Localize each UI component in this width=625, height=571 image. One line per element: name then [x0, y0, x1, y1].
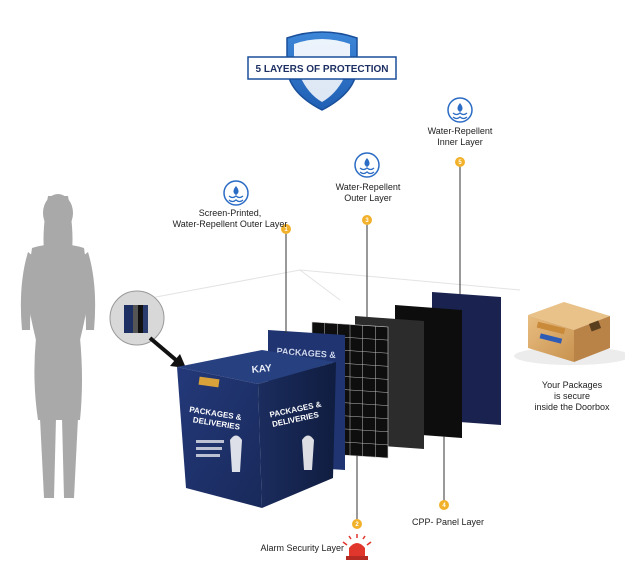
doorbox-top	[177, 350, 336, 384]
water-drop-icon	[354, 152, 380, 178]
svg-text:KAY: KAY	[251, 363, 273, 376]
label-layer-4: CPP- Panel Layer	[411, 517, 485, 527]
label-layer-1: Screen-Printed, Water-Repellent Outer La…	[172, 208, 288, 229]
package-box-icon	[514, 302, 625, 365]
marker-5	[455, 157, 465, 167]
doorbox-latch	[198, 376, 220, 388]
zoom-circle	[109, 290, 165, 346]
doorbox: KAY PACKAGES & DELIVERIES PACKAGES & DEL…	[177, 350, 336, 508]
svg-text:3: 3	[365, 218, 369, 224]
floor-outline	[139, 269, 521, 301]
alarm-siren-icon	[342, 534, 372, 560]
zoom-arrow	[148, 336, 186, 368]
marker-3	[362, 215, 372, 225]
shield-badge: 5 LAYERS OF PROTECTION	[247, 31, 397, 111]
doorbox-side	[258, 362, 336, 508]
label-layer-2: Alarm Security Layer	[260, 543, 344, 553]
marker-2	[352, 519, 362, 529]
water-drop-icon	[447, 97, 473, 123]
svg-text:1: 1	[284, 227, 288, 233]
label-layer-5: Water-Repellent Inner Layer	[427, 126, 493, 147]
badge-title: 5 LAYERS OF PROTECTION	[256, 64, 389, 75]
svg-text:4: 4	[442, 503, 446, 509]
water-drop-icon	[223, 180, 249, 206]
svg-text:2: 2	[355, 522, 359, 528]
doorbox-front	[177, 367, 262, 508]
package-note: Your Packages is secure inside the Doorb…	[534, 380, 610, 412]
marker-4	[439, 500, 449, 510]
leader-lines	[285, 166, 461, 521]
markers: 1 3 5 2 4	[281, 157, 465, 529]
woman-silhouette	[20, 194, 96, 498]
marker-1	[281, 224, 291, 234]
svg-text:5: 5	[458, 160, 462, 166]
label-layer-3: Water-Repellent Outer Layer	[335, 182, 401, 203]
